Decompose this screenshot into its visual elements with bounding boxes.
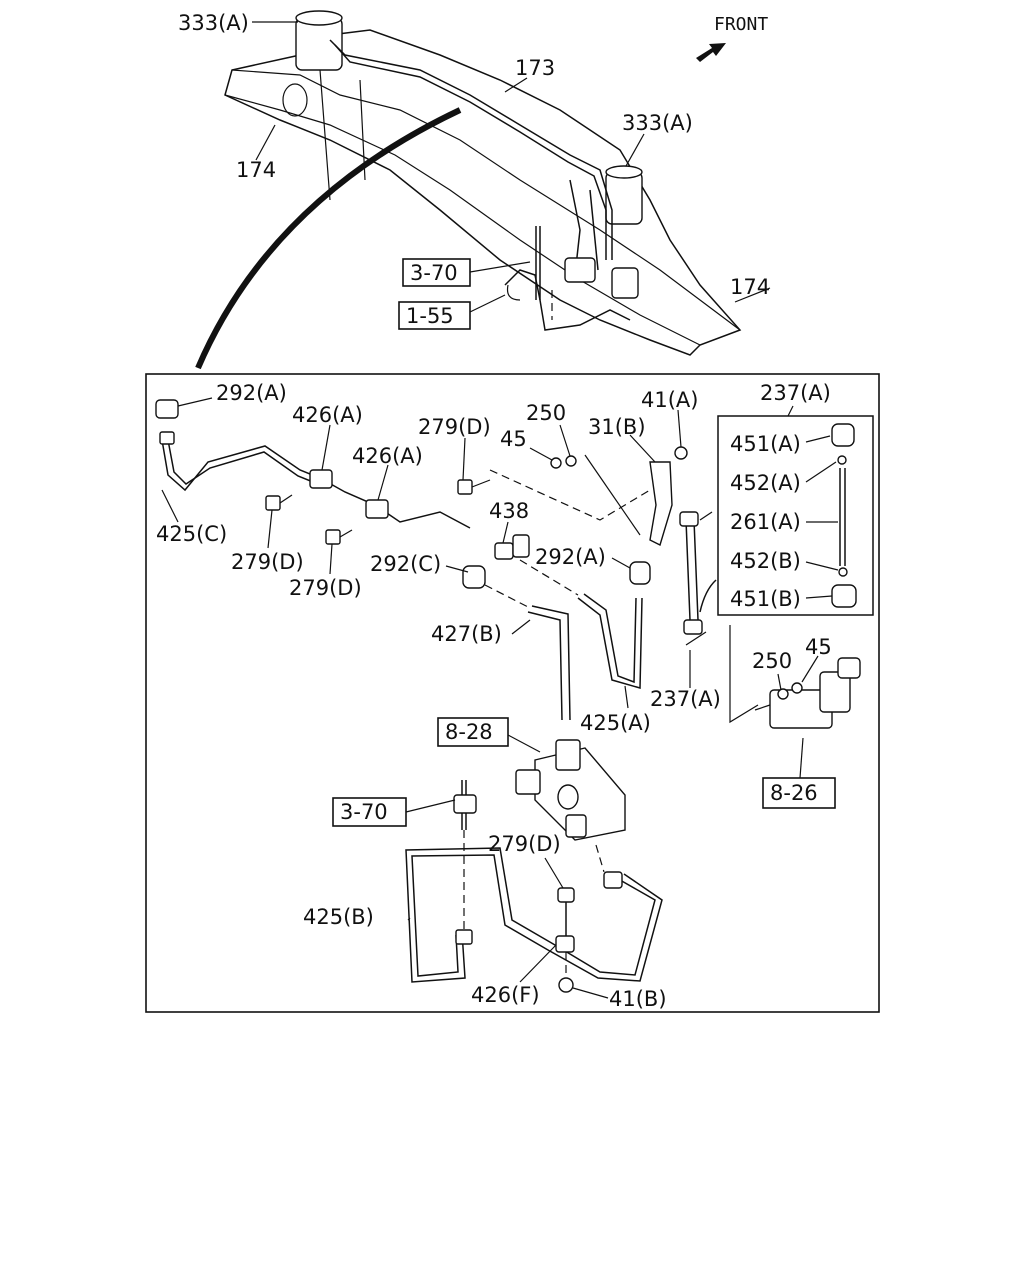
callout-438: 438 <box>489 499 529 523</box>
ref-box-1-55 <box>398 301 471 330</box>
callout-279d-mid1: 279(D) <box>231 550 304 574</box>
callout-292a-top: 292(A) <box>216 381 287 405</box>
callout-41b: 41(B) <box>609 987 667 1011</box>
ref-1-55: 1-55 <box>406 304 454 328</box>
air-tank-left <box>295 10 343 71</box>
detail-connector-arc <box>195 107 462 370</box>
callout-31b: 31(B) <box>588 415 646 439</box>
elbow-292a-mid <box>629 561 651 585</box>
callout-250-top: 250 <box>526 401 566 425</box>
nut-45-top <box>550 457 562 469</box>
pipe-425a <box>577 597 643 689</box>
callout-250-right: 250 <box>752 649 792 673</box>
ref-box-8-28 <box>437 717 509 747</box>
ref-3-70-lower: 3-70 <box>340 800 388 824</box>
callout-41a: 41(A) <box>641 388 698 412</box>
ref-8-28: 8-28 <box>445 720 493 744</box>
ref-8-26: 8-26 <box>770 781 818 805</box>
callout-426a-1: 426(A) <box>292 403 363 427</box>
valve-8-28 <box>515 739 626 841</box>
callout-279d-mid2: 279(D) <box>289 576 362 600</box>
kit-item-451a: 451(A) <box>730 432 801 456</box>
bolt-279d-mid2 <box>325 529 353 545</box>
washer-250-right <box>777 688 789 700</box>
rod-237a <box>685 519 699 621</box>
pipe-425b <box>405 847 656 983</box>
overview-assembly: FRONT 333(A) 173 333(A) 174 174 3-70 1-5… <box>178 10 771 370</box>
callout-425b: 425(B) <box>303 905 374 929</box>
callout-425a: 425(A) <box>580 711 651 735</box>
callout-333a-left: 333(A) <box>178 11 249 35</box>
nut-41b <box>558 977 574 993</box>
detail-assembly: 292(A) 426(A) 426(A) 279(D) 250 45 31(B)… <box>155 381 874 1011</box>
air-tank-right <box>605 165 643 225</box>
clip-426f <box>555 935 575 953</box>
kit-item-452b: 452(B) <box>730 549 801 573</box>
callout-425c: 425(C) <box>156 522 227 546</box>
callout-237a-mid: 237(A) <box>650 687 721 711</box>
callout-173: 173 <box>515 56 555 80</box>
frame-rail <box>224 29 742 356</box>
callout-426f: 426(F) <box>471 983 540 1007</box>
elbow-292a-top <box>155 399 179 445</box>
nut-45-right <box>791 682 803 694</box>
ref-box-8-26 <box>762 777 836 809</box>
kit-item-261a: 261(A) <box>730 510 801 534</box>
front-label: FRONT <box>714 14 768 35</box>
bolt-279d-mid1 <box>265 494 293 511</box>
bolt-279d-top <box>457 479 491 495</box>
callout-292a-mid: 292(A) <box>535 545 606 569</box>
callout-174-left: 174 <box>236 158 276 182</box>
clip-426a-1 <box>309 469 333 489</box>
nut-41a <box>674 446 688 460</box>
kit-item-452a: 452(A) <box>730 471 801 495</box>
kit-item-451b: 451(B) <box>730 587 801 611</box>
fitting-438 <box>494 542 514 560</box>
clip-426a-2 <box>365 499 389 519</box>
pipe-173 <box>329 39 613 260</box>
bolt-279d-low <box>557 887 575 936</box>
valve-8-26 <box>729 625 861 729</box>
callout-174-right: 174 <box>730 275 770 299</box>
tee-3-70-lower <box>453 780 477 930</box>
bracket-31b <box>649 461 673 546</box>
ref-box-3-70 <box>402 258 471 287</box>
linkage-kit-title: 237(A) <box>760 381 831 405</box>
ref-box-3-70-lower <box>332 797 407 827</box>
pipe-427b <box>527 611 563 721</box>
front-arrow-icon <box>696 43 726 62</box>
elbow-292c <box>462 565 486 589</box>
callout-426a-2: 426(A) <box>352 444 423 468</box>
callout-333a-right: 333(A) <box>622 111 693 135</box>
callout-45-top: 45 <box>500 427 527 451</box>
detail-panel-frame <box>145 373 880 1013</box>
callout-279d-low: 279(D) <box>488 832 561 856</box>
callout-292c: 292(C) <box>370 552 441 576</box>
callout-279d-top: 279(D) <box>418 415 491 439</box>
linkage-kit-parts <box>805 423 857 608</box>
callout-427b: 427(B) <box>431 622 502 646</box>
washer-250-top <box>565 455 577 467</box>
ref-3-70: 3-70 <box>410 261 458 285</box>
linkage-kit-box <box>717 415 874 616</box>
callout-45-right: 45 <box>805 635 832 659</box>
